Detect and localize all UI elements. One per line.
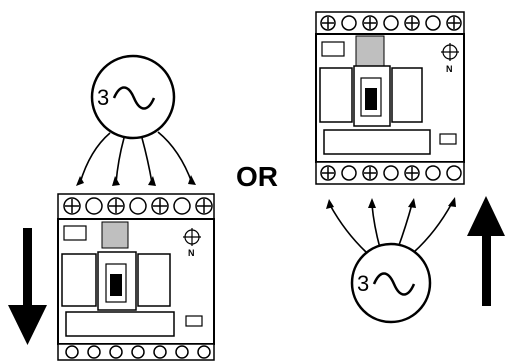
breaker-top-terminals-upper [316, 12, 464, 34]
circuit-breaker-icon-upper: N [316, 12, 464, 184]
breaker-bottom-terminals [58, 344, 214, 360]
neutral-pole-label-lower: N [188, 248, 195, 258]
right-configuration: N [316, 12, 505, 322]
or-label: OR [236, 161, 278, 192]
up-arrow-icon [467, 196, 505, 306]
breaker-top-terminals [58, 194, 214, 219]
down-arrow-icon [8, 228, 47, 345]
three-phase-source-icon: 3 [92, 56, 174, 138]
left-configuration: 3 [8, 56, 214, 360]
breaker-bottom-terminals-upper [316, 162, 464, 184]
three-phase-source-icon-lower: 3 [352, 244, 430, 322]
source-label-right: 3 [357, 271, 369, 296]
conductor-arrows-down [80, 132, 192, 183]
source-label-left: 3 [97, 85, 109, 110]
circuit-breaker-icon-lower: N [58, 194, 214, 360]
neutral-pole-label-upper: N [446, 64, 453, 74]
